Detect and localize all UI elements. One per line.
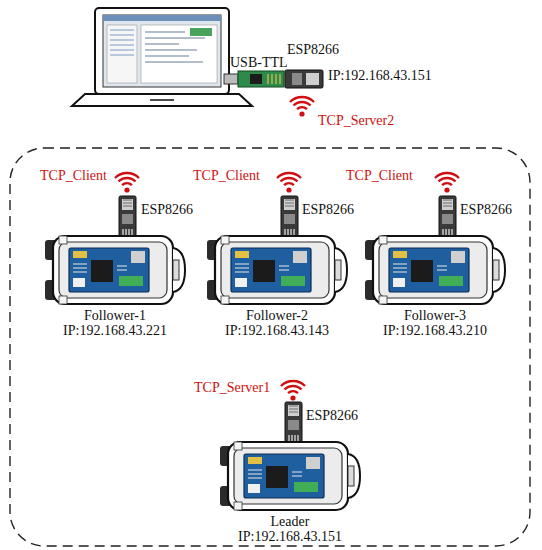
ip-address: IP:192.168.43.151 [238, 529, 342, 544]
robot-car: Follower-1IP:192.168.43.221 [40, 232, 190, 338]
ip-address: IP:192.168.43.151 [328, 68, 432, 84]
module-label: ESP8266 [460, 202, 512, 218]
robot-car: Follower-3IP:192.168.43.210 [360, 232, 510, 338]
client-label: TCP_Client [40, 168, 107, 184]
server-label: TCP_Server1 [194, 380, 270, 396]
robot-car: Follower-2IP:192.168.43.143 [202, 232, 352, 338]
module-label: ESP8266 [302, 202, 354, 218]
module-label: ESP8266 [287, 42, 339, 58]
ip-address: IP:192.168.43.210 [383, 323, 487, 338]
ip-address: IP:192.168.43.221 [63, 323, 167, 338]
server-label: TCP_Server2 [318, 113, 394, 129]
robot-name: Follower-1 [84, 308, 146, 323]
robot-car: LeaderIP:192.168.43.151 [215, 438, 365, 544]
client-label: TCP_Client [193, 168, 260, 184]
module-label: ESP8266 [141, 202, 193, 218]
robot-name: Leader [271, 514, 310, 529]
module-label: ESP8266 [306, 408, 358, 424]
client-label: TCP_Client [346, 168, 413, 184]
ip-address: IP:192.168.43.143 [225, 323, 329, 338]
interface-label: USB-TTL [230, 55, 288, 71]
robot-name: Follower-2 [246, 308, 308, 323]
robot-name: Follower-3 [404, 308, 466, 323]
